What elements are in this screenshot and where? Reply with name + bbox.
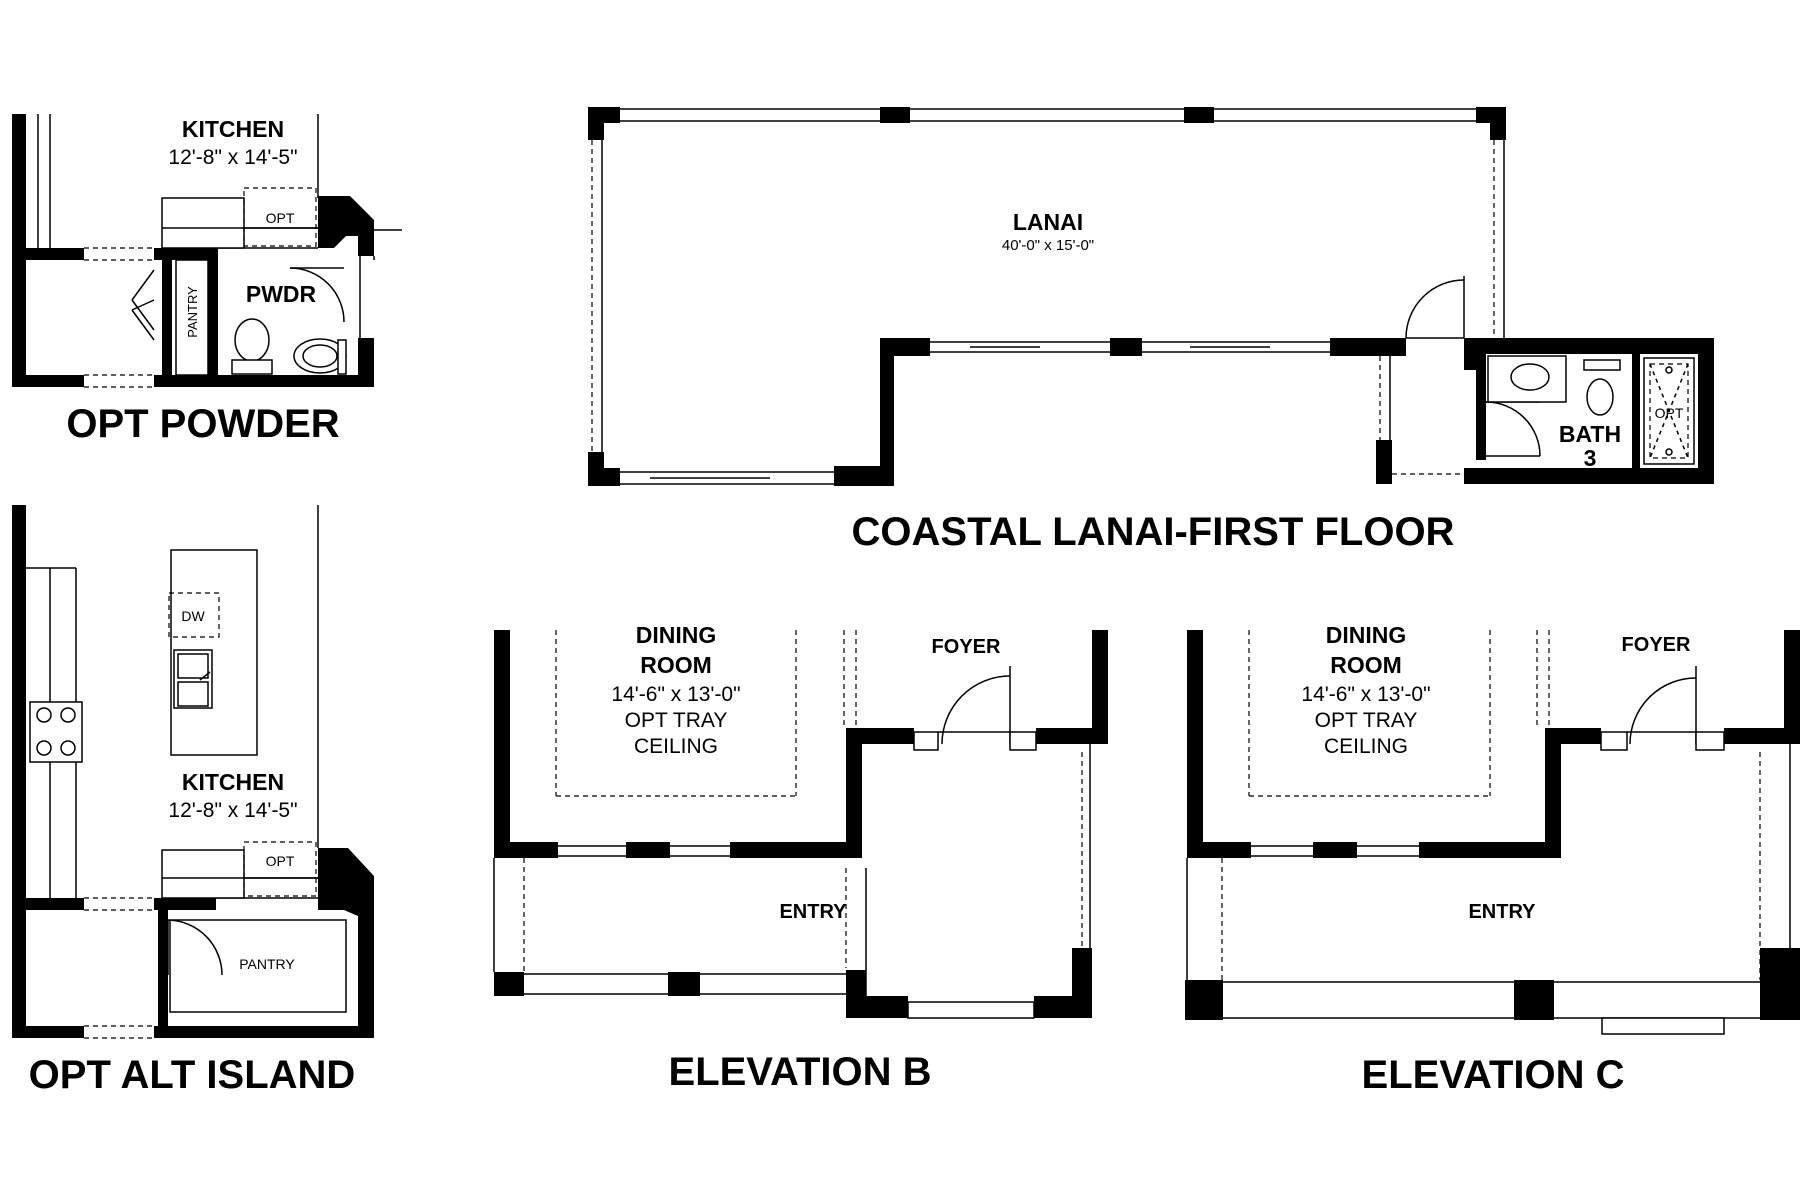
elevation-c-plan: DINING ROOM 14'-6" x 13'-0" OPT TRAY CEI… <box>1185 622 1800 1097</box>
coastal-lanai-title: COASTAL LANAI-FIRST FLOOR <box>852 510 1455 554</box>
opt-alt-island-plan: DW KITCHEN 12'-8" x 14'-5" OPT PANTRY OP… <box>12 505 374 1097</box>
lanai-opt-label: OPT <box>1655 405 1684 421</box>
opt-powder-pantry-label: PANTRY <box>185 286 200 338</box>
elevation-c-title: ELEVATION C <box>1362 1053 1625 1097</box>
opt-alt-island-kitchen-name: KITCHEN <box>182 769 284 795</box>
opt-alt-island-dw-label: DW <box>181 608 205 624</box>
elevation-b-tray-line1: OPT TRAY <box>625 709 728 732</box>
opt-alt-island-title: OPT ALT ISLAND <box>29 1053 356 1097</box>
elevation-c-dining-line1: DINING <box>1326 622 1407 648</box>
coastal-lanai-plan: LANAI 40'-0" x 15'-0" BATH 3 OPT COASTAL… <box>588 107 1714 554</box>
elevation-c-tray-line2: CEILING <box>1324 735 1408 758</box>
elevation-c-foyer: FOYER <box>1622 634 1691 656</box>
elevation-b-tray-line2: CEILING <box>634 735 718 758</box>
opt-powder-opt-label: OPT <box>266 210 295 226</box>
lanai-room-dim: 40'-0" x 15'-0" <box>1002 237 1094 254</box>
elevation-c-entry: ENTRY <box>1468 901 1536 923</box>
opt-powder-plan: KITCHEN 12'-8" x 14'-5" OPT PANTRY PWDR … <box>12 114 402 446</box>
opt-alt-island-opt-label: OPT <box>266 853 295 869</box>
elevation-b-plan: DINING ROOM 14'-6" x 13'-0" OPT TRAY CEI… <box>493 622 1108 1094</box>
elevation-b-entry: ENTRY <box>779 901 847 923</box>
opt-alt-island-pantry-label: PANTRY <box>239 956 295 972</box>
lanai-room-name: LANAI <box>1013 209 1083 235</box>
lanai-bath-name: BATH <box>1559 421 1621 447</box>
elevation-b-dining-line2: ROOM <box>640 652 712 678</box>
opt-powder-kitchen-name: KITCHEN <box>182 116 284 142</box>
opt-alt-island-kitchen-dim: 12'-8" x 14'-5" <box>168 799 297 822</box>
opt-powder-title: OPT POWDER <box>66 402 339 446</box>
elevation-c-dining-dim: 14'-6" x 13'-0" <box>1301 683 1430 706</box>
elevation-c-dining-line2: ROOM <box>1330 652 1402 678</box>
opt-powder-pwdr-label: PWDR <box>246 281 317 307</box>
elevation-b-title: ELEVATION B <box>669 1050 932 1094</box>
elevation-b-foyer: FOYER <box>932 636 1001 658</box>
opt-powder-kitchen-dim: 12'-8" x 14'-5" <box>168 146 297 169</box>
elevation-b-dining-line1: DINING <box>636 622 717 648</box>
elevation-c-tray-line1: OPT TRAY <box>1315 709 1418 732</box>
lanai-bath-number: 3 <box>1584 445 1597 471</box>
elevation-b-dining-dim: 14'-6" x 13'-0" <box>611 683 740 706</box>
